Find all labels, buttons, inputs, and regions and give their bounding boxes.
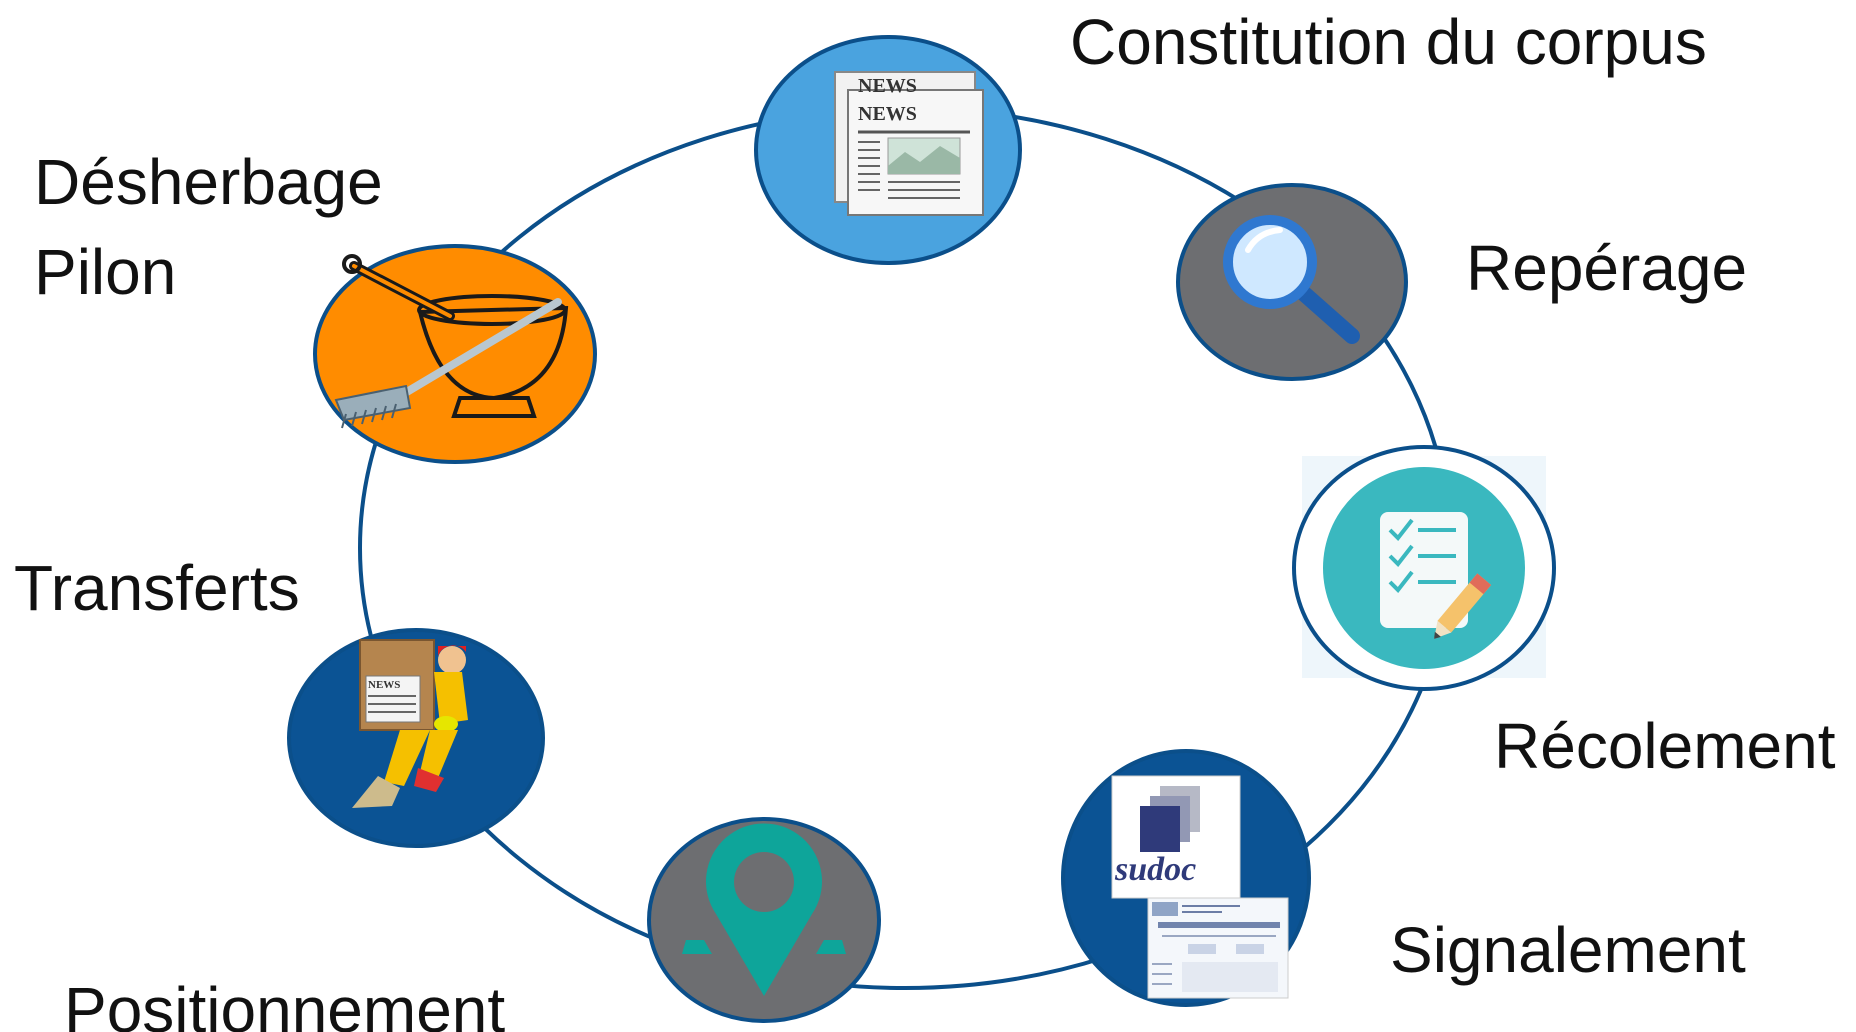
node-constitution: NEWS NEWS: [754, 35, 1022, 265]
map-pin-icon: [682, 823, 846, 996]
newspaper-icon: NEWS NEWS: [834, 71, 984, 216]
label-signalement: Signalement: [1390, 914, 1746, 986]
mover-newspaper-text: NEWS: [368, 679, 400, 691]
node-desherbage: [313, 244, 597, 464]
node-reperage: [1176, 183, 1408, 381]
node-transferts: NEWS: [287, 628, 545, 848]
label-transferts: Transferts: [14, 552, 300, 624]
sudoc-icon: sudoc: [1111, 775, 1289, 999]
label-recolement: Récolement: [1494, 710, 1836, 782]
magnifier-icon: [1223, 215, 1360, 344]
checklist-icon: [1380, 512, 1492, 639]
node-signalement: sudoc: [1061, 749, 1311, 1007]
label-reperage: Repérage: [1466, 232, 1748, 304]
sudoc-logo-text: sudoc: [1114, 851, 1196, 888]
newspaper-title-1: NEWS: [858, 75, 917, 97]
node-positionnement: [647, 817, 881, 1023]
label-desherbage: Désherbage: [34, 146, 383, 218]
mortar-rake-icon: [334, 254, 569, 429]
mover-icon: NEWS: [352, 639, 468, 808]
node-recolement: [1292, 445, 1556, 691]
label-pilon: Pilon: [34, 236, 177, 308]
newspaper-title-2: NEWS: [858, 103, 917, 125]
label-constitution: Constitution du corpus: [1070, 6, 1707, 78]
label-positionnement: Positionnement: [64, 974, 506, 1032]
